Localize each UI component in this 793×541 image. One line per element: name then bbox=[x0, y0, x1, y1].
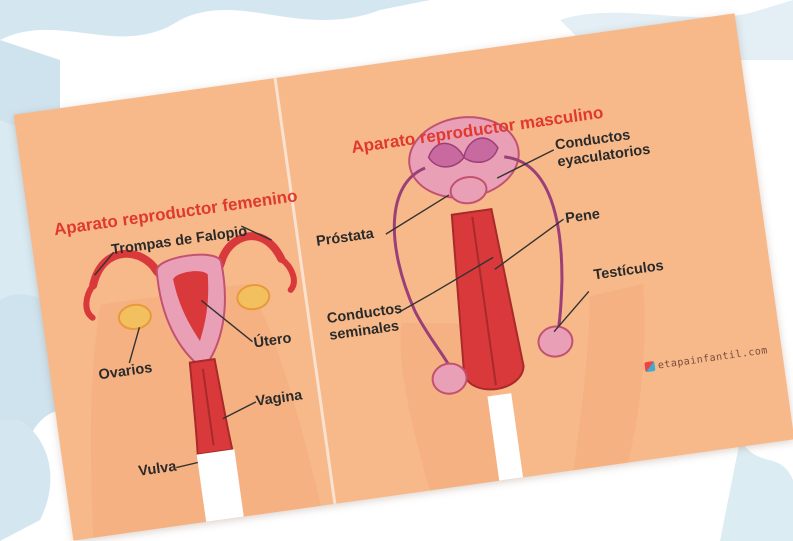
site-logo-icon bbox=[644, 361, 655, 372]
female-anatomy bbox=[53, 220, 325, 538]
